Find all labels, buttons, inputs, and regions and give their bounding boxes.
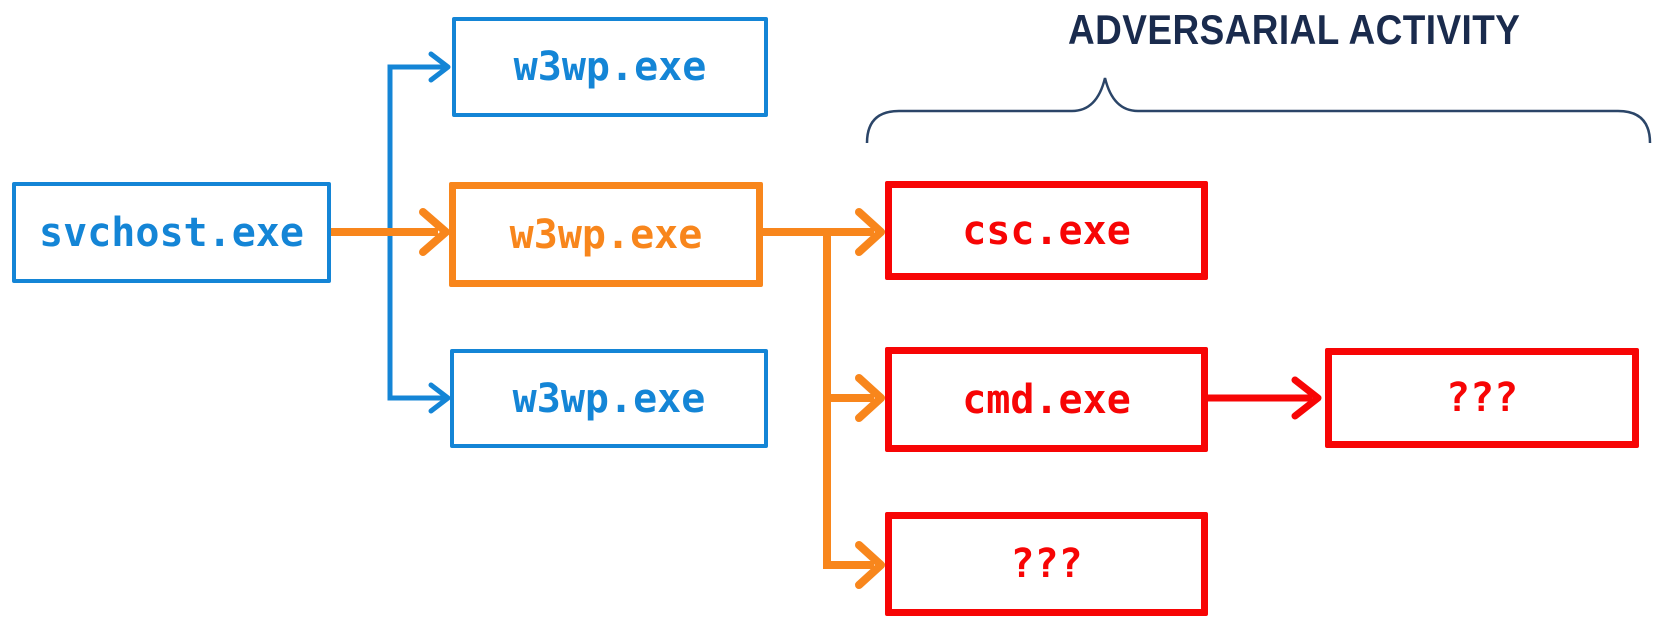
arrowhead-to-unknown-right: [1291, 376, 1322, 420]
process-node-cmd: cmd.exe: [885, 347, 1208, 452]
process-label-w3wp-top: w3wp.exe: [513, 44, 707, 90]
curly-brace: [865, 77, 1652, 144]
arrowhead-to-w3wp-top: [428, 51, 451, 83]
process-node-csc: csc.exe: [885, 181, 1208, 280]
process-node-w3wp-top: w3wp.exe: [452, 17, 768, 117]
arrowhead-to-cmd: [855, 374, 885, 422]
process-label-unknown-right: ???: [1445, 375, 1519, 421]
process-node-svchost: svchost.exe: [12, 182, 331, 283]
arrowhead-to-w3wp-mid: [419, 208, 450, 256]
process-label-unknown-bottom: ???: [1010, 541, 1083, 587]
process-label-cmd: cmd.exe: [962, 376, 1131, 423]
process-label-w3wp-mid: w3wp.exe: [509, 211, 703, 258]
process-label-w3wp-bottom: w3wp.exe: [512, 375, 706, 422]
process-label-csc: csc.exe: [962, 207, 1131, 254]
process-node-w3wp-bottom: w3wp.exe: [450, 349, 768, 448]
adversarial-activity-title: ADVERSARIAL ACTIVITY: [1068, 6, 1521, 53]
orange-attack-path-lines: [331, 208, 885, 589]
arrowhead-to-w3wp-bottom: [428, 382, 451, 414]
arrowhead-to-unknown-bottom: [855, 541, 885, 589]
process-node-w3wp-mid: w3wp.exe: [449, 182, 763, 287]
process-node-unknown-right: ???: [1325, 348, 1639, 448]
process-label-svchost: svchost.exe: [39, 209, 304, 256]
process-node-unknown-bottom: ???: [885, 512, 1208, 616]
red-edge-lines: [1208, 376, 1322, 420]
arrowhead-to-csc: [855, 208, 885, 256]
